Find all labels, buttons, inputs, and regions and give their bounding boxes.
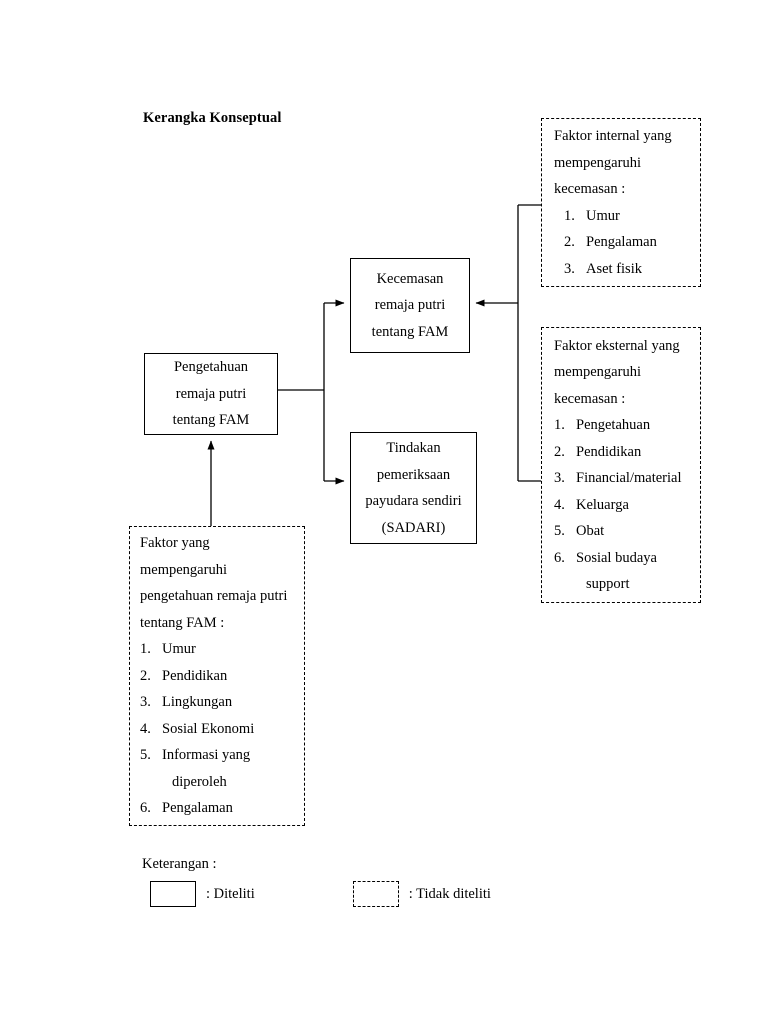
legend-title: Keterangan : bbox=[142, 856, 217, 872]
faktor-pengetahuan-heading-1: Faktor yang bbox=[140, 535, 210, 552]
list-item-label: Umur bbox=[586, 207, 620, 224]
list-item-label: Sosial budaya bbox=[576, 549, 657, 566]
list-item-number: 1. bbox=[554, 417, 565, 433]
arrow-factors-to-kecemasan bbox=[475, 204, 541, 482]
list-item: 4. Keluarga bbox=[554, 492, 700, 519]
legend-swatch-solid-icon bbox=[150, 881, 196, 907]
list-item: 2. Pendidikan bbox=[140, 663, 304, 690]
box-kecemasan-line-2: remaja putri bbox=[374, 297, 446, 314]
box-sadari-line-1: Tindakan bbox=[386, 440, 441, 456]
faktor-pengetahuan-heading-2: mempengaruhi bbox=[140, 561, 227, 578]
list-item-number: 1. bbox=[140, 641, 151, 658]
list-item-label: Umur bbox=[162, 641, 196, 658]
box-sadari-line-3: payudara sendiri bbox=[365, 493, 462, 509]
box-sadari-line-2: pemeriksaan bbox=[376, 466, 451, 483]
list-item-label: Pengetahuan bbox=[576, 417, 651, 433]
list-item: 2. Pendidikan bbox=[554, 439, 700, 466]
box-sadari: Tindakan pemeriksaan payudara sendiri (S… bbox=[350, 432, 477, 544]
list-item: 3. Lingkungan bbox=[140, 689, 304, 716]
list-item: 5. Obat bbox=[554, 518, 700, 545]
list-item: 4. Sosial Ekonomi bbox=[140, 716, 304, 743]
list-item-label: Aset fisik bbox=[586, 260, 642, 277]
list-item-label: Pengalaman bbox=[162, 800, 233, 817]
list-item: 6. Sosial budaya bbox=[554, 545, 700, 572]
faktor-pengetahuan-heading-3: pengetahuan remaja putri bbox=[140, 588, 288, 605]
box-sadari-line-4: (SADARI) bbox=[381, 519, 446, 536]
list-item: 1. Pengetahuan bbox=[554, 412, 700, 439]
list-item-continuation-label: diperoleh bbox=[172, 773, 227, 790]
list-item-number: 3. bbox=[554, 470, 565, 486]
list-item: 1. Umur bbox=[140, 636, 304, 663]
box-kecemasan-line-1: Kecemasan bbox=[376, 270, 444, 287]
list-item-label: Lingkungan bbox=[162, 694, 233, 711]
list-item-label: Sosial Ekonomi bbox=[162, 720, 255, 737]
list-item-number: 4. bbox=[140, 720, 151, 737]
list-item: 1. Umur bbox=[554, 203, 700, 230]
list-item-number: 5. bbox=[140, 747, 151, 764]
box-kecemasan: Kecemasan remaja putri tentang FAM bbox=[350, 258, 470, 353]
legend-swatch-dashed-icon bbox=[352, 881, 399, 907]
box-faktor-internal: Faktor internal yang mempengaruhi kecema… bbox=[541, 118, 701, 287]
legend: Keterangan : : Diteliti : Tidak diteliti bbox=[142, 853, 602, 907]
faktor-eksternal-heading-3: kecemasan : bbox=[554, 390, 626, 407]
list-item-number: 6. bbox=[140, 800, 151, 817]
list-item: 2. Pengalaman bbox=[554, 229, 700, 256]
list-item-number: 2. bbox=[554, 443, 565, 460]
list-item-number: 3. bbox=[140, 694, 151, 711]
list-item-number: 5. bbox=[554, 523, 565, 539]
list-item-continuation: support bbox=[554, 571, 700, 598]
faktor-internal-heading-2: mempengaruhi bbox=[554, 154, 641, 171]
faktor-eksternal-heading-1: Faktor eksternal yang bbox=[554, 337, 680, 354]
box-pengetahuan: Pengetahuan remaja putri tentang FAM bbox=[144, 353, 278, 435]
list-item-label: Keluarga bbox=[576, 496, 629, 513]
list-item-number: 6. bbox=[554, 549, 565, 566]
legend-solid-label: : Diteliti bbox=[206, 885, 255, 902]
list-item-label: Obat bbox=[576, 523, 605, 539]
faktor-eksternal-heading-2: mempengaruhi bbox=[554, 364, 641, 380]
list-item-label: Pengalaman bbox=[586, 234, 657, 250]
list-item-label: Informasi yang bbox=[162, 747, 251, 764]
list-item-continuation-label: support bbox=[586, 576, 630, 592]
box-pengetahuan-line-1: Pengetahuan bbox=[173, 359, 249, 376]
faktor-pengetahuan-heading-4: tentang FAM : bbox=[140, 614, 225, 631]
faktor-internal-heading-3: kecemasan : bbox=[554, 181, 626, 197]
arrow-pengetahuan-to-outcomes bbox=[278, 299, 345, 485]
page-title: Kerangka Konseptual bbox=[143, 110, 282, 126]
list-item: 5. Informasi yang bbox=[140, 742, 304, 769]
box-faktor-pengetahuan: Faktor yang mempengaruhi pengetahuan rem… bbox=[129, 526, 305, 826]
list-item-continuation: diperoleh bbox=[140, 769, 304, 796]
list-item: 3. Aset fisik bbox=[554, 256, 700, 283]
faktor-internal-heading-1: Faktor internal yang bbox=[554, 128, 672, 144]
box-pengetahuan-line-2: remaja putri bbox=[175, 385, 247, 402]
list-item-label: Financial/material bbox=[576, 470, 682, 486]
list-item: 3. Financial/material bbox=[554, 465, 700, 492]
list-item-label: Pendidikan bbox=[576, 443, 642, 460]
box-pengetahuan-line-3: tentang FAM bbox=[172, 412, 250, 429]
list-item-number: 2. bbox=[564, 234, 575, 250]
list-item-number: 4. bbox=[554, 496, 565, 513]
legend-dashed-label: : Tidak diteliti bbox=[408, 885, 491, 902]
list-item-number: 1. bbox=[564, 207, 575, 224]
list-item-number: 2. bbox=[140, 667, 151, 684]
legend-entries: : Diteliti : Tidak diteliti bbox=[142, 881, 602, 907]
list-item-number: 3. bbox=[564, 260, 575, 277]
list-item: 6. Pengalaman bbox=[140, 795, 304, 822]
box-faktor-eksternal: Faktor eksternal yang mempengaruhi kecem… bbox=[541, 327, 701, 603]
box-kecemasan-line-3: tentang FAM bbox=[371, 323, 449, 340]
list-item-label: Pendidikan bbox=[162, 667, 228, 684]
